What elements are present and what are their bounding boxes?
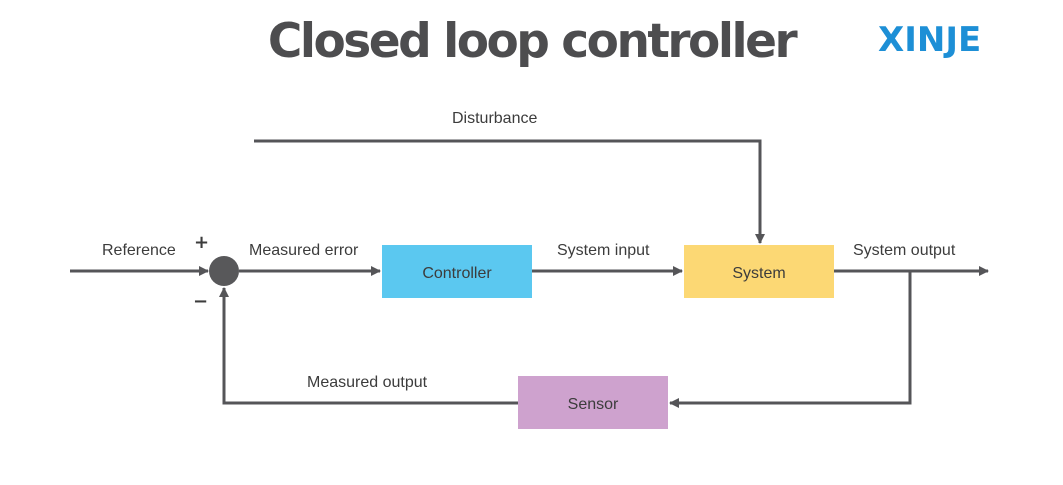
controller-block [382, 245, 532, 298]
measured-output-arrow [219, 287, 518, 405]
minus-sign: − [193, 291, 208, 312]
disturbance-label: Disturbance [452, 110, 537, 127]
controller-label: Controller [422, 265, 492, 282]
system-label: System [732, 265, 785, 282]
disturbance-arrow [254, 139, 765, 244]
system-input-label: System input [557, 242, 650, 259]
reference-label: Reference [102, 242, 176, 259]
measured-error-label: Measured error [249, 242, 359, 259]
plus-sign: + [194, 232, 209, 253]
summing-junction [209, 256, 239, 286]
sensor-block [518, 376, 668, 429]
feedback-to-sensor-arrow [669, 271, 912, 408]
system-block [684, 245, 834, 298]
measured-output-label: Measured output [307, 374, 428, 391]
xinje-logo: XINJE [878, 20, 982, 60]
diagram-title: Closed loop controller [267, 14, 798, 69]
sensor-label: Sensor [568, 396, 619, 413]
system-output-label: System output [853, 242, 956, 259]
